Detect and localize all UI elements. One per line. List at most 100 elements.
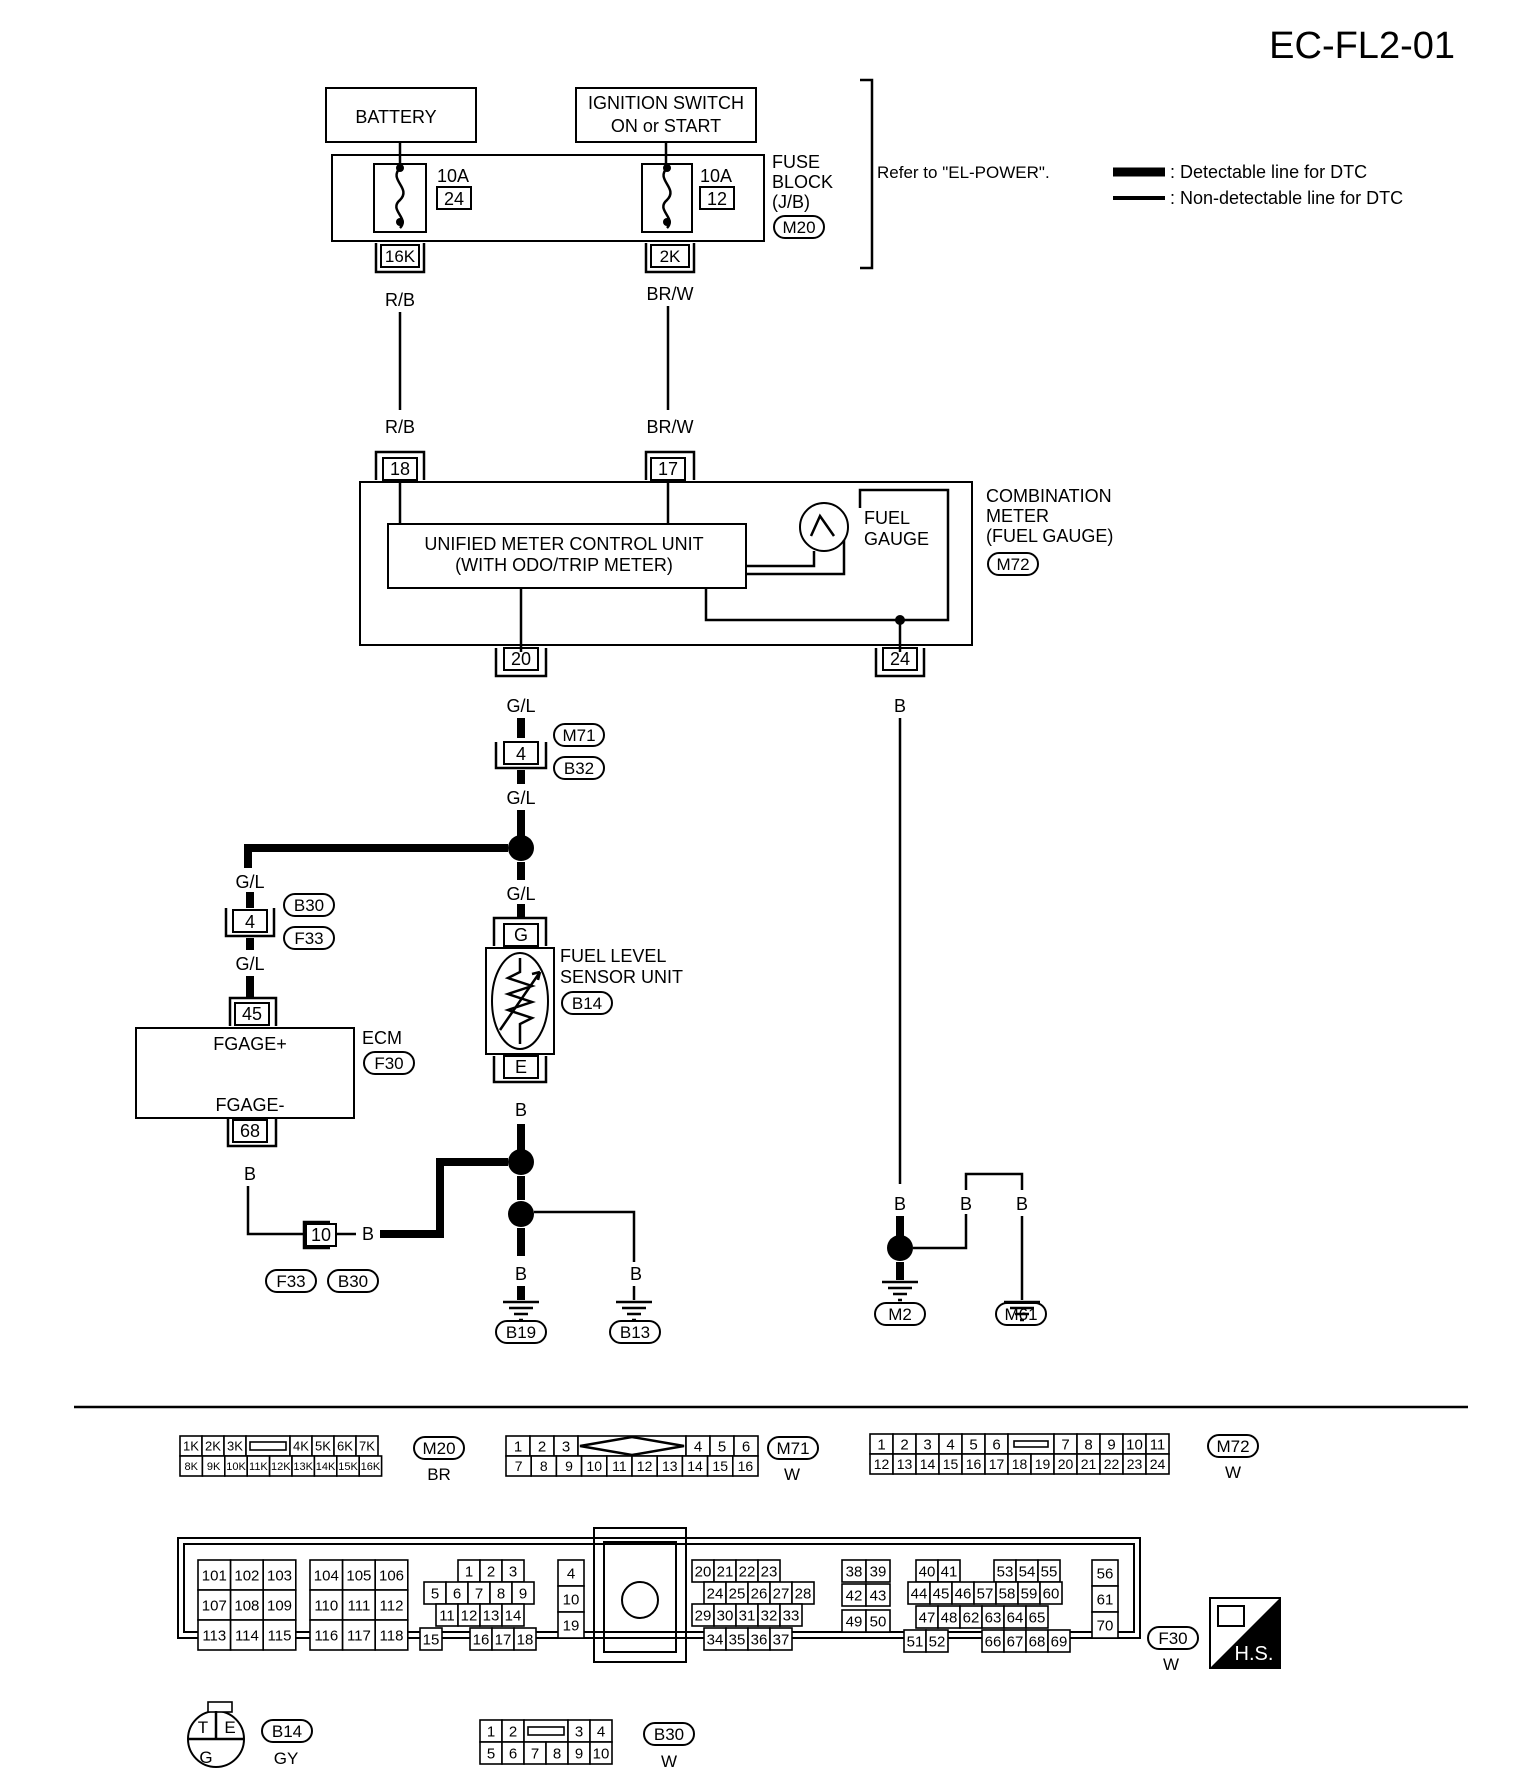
wire-b-m61: B [1016, 1194, 1028, 1214]
f30-pin-label: 62 [963, 1609, 980, 1626]
b30-color: W [661, 1752, 677, 1771]
f33-oval [283, 926, 335, 950]
f30-pin-label: 107 [202, 1597, 227, 1614]
sensor-label-1: FUEL LEVEL [560, 946, 666, 966]
f30-cavity [1047, 1629, 1071, 1653]
m2-splice [887, 1235, 913, 1261]
f30-pin-label: 28 [795, 1585, 812, 1602]
b30-pin-label: 6 [509, 1745, 517, 1762]
pin-20-bracket [494, 648, 548, 678]
ignition-label-1: IGNITION SWITCH [588, 93, 744, 113]
f30-cavity [501, 1603, 525, 1627]
m72-pin-label: 9 [1107, 1436, 1115, 1453]
m71-pin-label: 15 [712, 1458, 728, 1474]
f30-pin-label: 20 [695, 1563, 712, 1580]
f30-pin-label: 6 [453, 1585, 461, 1602]
f30-pin-label: 42 [846, 1587, 863, 1604]
f30-cavity [557, 1559, 585, 1587]
f30-pin-label: 17 [495, 1631, 512, 1648]
f30-cavity [1039, 1581, 1063, 1605]
refer-el-power: Refer to "EL-POWER". [877, 163, 1050, 182]
m71-pin-label: 12 [637, 1458, 653, 1474]
f30-cavity [374, 1619, 409, 1651]
connector-view-icon [1217, 1605, 1245, 1627]
m72-id: M72 [1216, 1437, 1249, 1456]
gl-splice [508, 835, 534, 861]
sensor-variable-arrow [498, 970, 542, 1031]
f30-pin-label: 58 [999, 1585, 1016, 1602]
fuse-1-number: 24 [444, 189, 464, 209]
gauge-label-1: FUEL [864, 508, 910, 528]
pin-17-bracket [644, 450, 696, 480]
battery-label: BATTERY [355, 107, 436, 127]
sensor-g-bracket [492, 916, 548, 946]
wire-b-b19: B [515, 1264, 527, 1284]
b30-pin-label: 5 [487, 1745, 495, 1762]
b30-pin-label: 4 [597, 1723, 605, 1740]
f30-pin-label: 102 [234, 1567, 259, 1584]
m71-pin-label: 14 [687, 1458, 703, 1474]
f30-pin-label: 55 [1041, 1563, 1058, 1580]
b32-oval [553, 756, 605, 780]
f33-label: F33 [294, 929, 323, 948]
f30-pin-label: 4 [567, 1565, 575, 1582]
f30-pin-label: 113 [202, 1627, 226, 1644]
f30-pin-label: 57 [977, 1585, 994, 1602]
b14-pin-t: T [198, 1718, 208, 1737]
f30-color: W [1163, 1655, 1179, 1674]
m71-pin-label: 10 [586, 1458, 602, 1474]
f30-pin-label: 1 [465, 1563, 473, 1580]
wire-b-mid: B [960, 1194, 972, 1214]
gauge-label-2: GAUGE [864, 529, 929, 549]
f30-pin-label: 32 [761, 1607, 778, 1624]
f33-oval-2 [265, 1269, 317, 1293]
fuse-1 [373, 163, 427, 233]
f30-pin-label: 45 [933, 1585, 950, 1602]
m72-pin-label: 24 [1150, 1456, 1166, 1472]
hs-badge-frame [1209, 1597, 1281, 1669]
m71-cavity [731, 1455, 759, 1477]
m72-pin-label: 1 [877, 1436, 885, 1453]
ecm-68-box [232, 1119, 268, 1143]
wire-b-sensor: B [515, 1100, 527, 1120]
f30-pin-label: 60 [1043, 1585, 1060, 1602]
wire-gl-1: G/L [506, 696, 535, 716]
b30-f33-pin: 4 [245, 912, 255, 932]
m20-pin-label: 13K [293, 1461, 313, 1473]
m61-oval [995, 1302, 1047, 1326]
f30-pin-label: 101 [202, 1567, 227, 1584]
f30-cavity [513, 1627, 537, 1651]
m20-id-oval [413, 1436, 465, 1460]
f30-pin-label: 106 [379, 1567, 404, 1584]
f30-pin-label: 51 [907, 1633, 924, 1650]
b32-label: B32 [564, 759, 594, 778]
b30-id: B30 [654, 1725, 684, 1744]
b14-color: GY [274, 1749, 299, 1768]
m72-pin-label: 16 [966, 1456, 982, 1472]
meter-title-1: COMBINATION [986, 486, 1112, 506]
sensor-pin-g: G [514, 925, 528, 945]
m20-pin-label: 4K [293, 1439, 309, 1454]
f30-pin-label: 29 [695, 1607, 712, 1624]
pin-17-box [650, 457, 686, 481]
sensor-connector: B14 [572, 994, 602, 1013]
m72-pin-label: 19 [1035, 1456, 1051, 1472]
f30-pin-label: 67 [1007, 1633, 1024, 1650]
b-splice-2 [508, 1201, 534, 1227]
b-splice-1 [508, 1149, 534, 1175]
m20-pin-label: 14K [316, 1461, 336, 1473]
f30-pin-label: 111 [347, 1597, 370, 1614]
ecm-fgage-plus: FGAGE+ [213, 1034, 287, 1054]
m72-pin-label: 7 [1061, 1436, 1069, 1453]
fuel-gauge-symbol [799, 502, 849, 552]
m71-id: M71 [776, 1439, 809, 1458]
f30-pin-label: 118 [380, 1627, 404, 1644]
m20-oval [773, 215, 825, 239]
f30-cavity [262, 1559, 297, 1591]
ecm-box [135, 1027, 355, 1119]
term-16k-bracket [374, 243, 426, 274]
m72-pin-label: 2 [900, 1436, 908, 1453]
b30-f33-bracket [224, 908, 276, 938]
f30-pin-label: 24 [707, 1585, 724, 1602]
f30-pin-label: 66 [985, 1633, 1002, 1650]
